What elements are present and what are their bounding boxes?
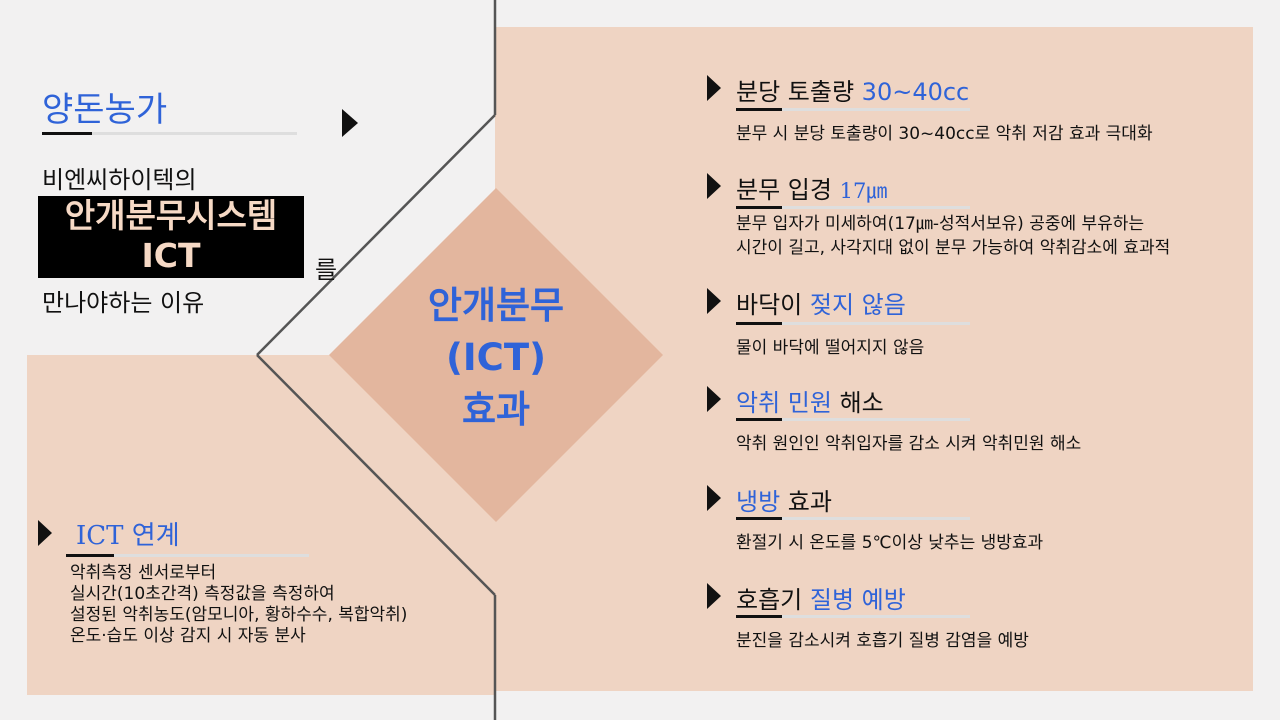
item-title: 분무 입경 17㎛ [736,176,888,204]
pointer-triangle-icon [342,109,358,137]
item-underline-accent [736,206,782,209]
highlight-box: 안개분무시스템 ICT [38,196,304,278]
item-title: 악취 민원 해소 [736,389,884,417]
ict-desc-line: 설정된 악취농도(암모니아, 황하수수, 복합악취) [70,605,408,625]
item-title: 분당 토출량 30~40cc [736,78,970,106]
ict-desc: 악취측정 센서로부터 실시간(10초간격) 측정값을 측정하여 설정된 악취농도… [70,563,407,647]
center-line-3: 효과 [461,388,531,431]
center-title: 안개분무 (ICT) 효과 [386,280,606,436]
item-underline [736,322,970,325]
item-underline-accent [736,322,782,325]
intro-line: 비엔씨하이텍의 [42,166,197,194]
reason-line: 만나야하는 이유 [42,289,205,317]
ict-desc-line: 온도·습도 이상 감지 시 자동 분사 [70,626,306,646]
ict-underline [66,554,309,557]
item-desc: 환절기 시 온도를 5℃이상 낮추는 냉방효과 [736,533,1044,553]
item-bullet-icon [707,583,721,609]
item-underline-accent [736,615,782,618]
item-desc: 분무 시 분당 토출량이 30~40cc로 악취 저감 효과 극대화 [736,124,1153,144]
item-underline [736,615,970,618]
item-bullet-icon [707,173,721,199]
ict-desc-line: 악취측정 센서로부터 [70,563,217,583]
ict-underline-accent [66,554,114,557]
chevron-line-lower [256,354,496,596]
item-desc: 분진을 감소시켜 호흡기 질병 감염을 예방 [736,631,1029,651]
item-title: 바닥이 젖지 않음 [736,291,906,319]
center-line-1: 안개분무 [427,284,565,327]
item-bullet-icon [707,386,721,412]
particle-text: 를 [315,256,338,284]
item-underline [736,517,970,520]
highlight-line-1: 안개분무시스템 [64,196,278,235]
item-underline-accent [736,108,782,111]
item-bullet-icon [707,75,721,101]
ict-desc-line: 실시간(10초간격) 측정값을 측정하여 [70,584,335,604]
item-desc: 악취 원인인 악취입자를 감소 시켜 악취민원 해소 [736,434,1082,454]
farm-title-underline [42,132,297,135]
farm-title: 양돈농가 [42,90,168,130]
item-desc: 물이 바닥에 떨어지지 않음 [736,338,925,358]
highlight-line-2: ICT [141,236,201,275]
item-underline [736,108,970,111]
item-bullet-icon [707,288,721,314]
item-title: 냉방 효과 [736,488,832,516]
chevron-line-upper [256,114,496,356]
item-underline [736,418,970,421]
center-diamond [329,188,663,522]
item-underline [736,206,970,209]
item-underline-accent [736,418,782,421]
item-bullet-icon [707,485,721,511]
ict-title: ICT 연계 [76,521,180,551]
item-title: 호흡기 질병 예방 [736,586,906,614]
item-underline-accent [736,517,782,520]
farm-title-underline-accent [42,132,92,135]
center-line-2: (ICT) [446,336,546,379]
ict-bullet-icon [38,520,52,546]
